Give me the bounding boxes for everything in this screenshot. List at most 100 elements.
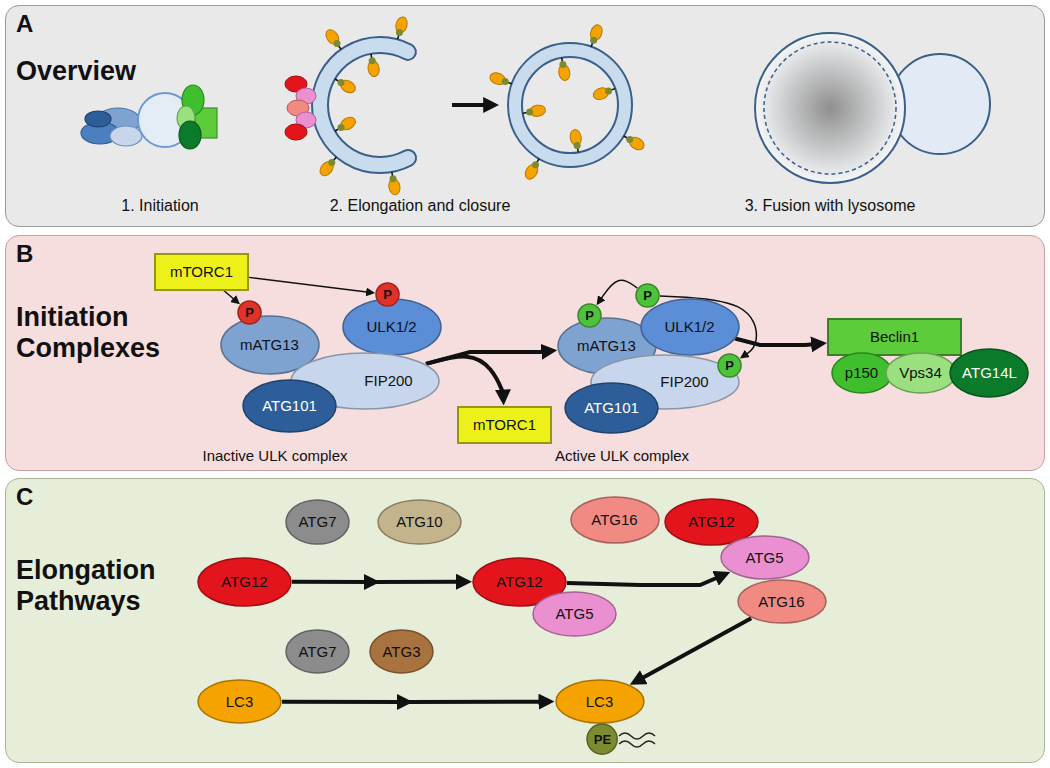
pe-dot	[396, 29, 403, 36]
node-label: P	[585, 308, 594, 324]
atg12-blob	[285, 124, 307, 140]
node-label: mTORC1	[170, 263, 233, 281]
ellipse-shape	[636, 284, 659, 307]
pe-dot	[333, 40, 340, 47]
node-label: ULK1/2	[664, 318, 714, 336]
pe-dot	[338, 79, 345, 86]
pe-dot	[574, 142, 581, 149]
pe-dot	[590, 37, 597, 44]
ellipse-shape	[641, 299, 739, 355]
pi3k-blob	[179, 121, 201, 149]
pe-dot	[559, 61, 566, 68]
node-label: P	[643, 288, 652, 304]
autolysosome	[755, 33, 905, 183]
protein-ellipse: ATG101	[242, 379, 337, 433]
pe-dot	[338, 124, 345, 131]
ellipse-shape	[370, 630, 433, 673]
reaction-arrow	[292, 580, 461, 584]
node-label: FIP200	[364, 372, 412, 390]
ellipse-shape	[198, 680, 281, 723]
ellipse-shape	[886, 353, 956, 393]
node-label: LC3	[226, 693, 254, 711]
node-label: ATG12	[688, 513, 734, 531]
protein-ellipse: LC3	[555, 679, 645, 724]
phospho-circle: PE	[586, 723, 618, 755]
complex-box: mTORC1	[457, 406, 552, 444]
node-label: ATG7	[298, 643, 336, 661]
complex-caption: Active ULK complex	[555, 447, 689, 464]
pe-dot	[328, 159, 335, 166]
node-label: mTORC1	[473, 416, 536, 434]
protein-ellipse: ATG7	[285, 499, 350, 545]
node-label: LC3	[586, 693, 614, 711]
ellipse-shape	[243, 380, 336, 432]
phospho-circle: P	[375, 282, 400, 307]
node-label: mATG13	[240, 336, 299, 354]
step-caption: 1. Initiation	[121, 197, 198, 215]
node-label: P	[725, 358, 734, 374]
node-label: ATG12	[496, 573, 542, 591]
node-label: P	[245, 305, 254, 321]
ellipse-shape	[556, 680, 644, 723]
ulk-blob	[110, 126, 142, 146]
protein-ellipse: p150	[831, 352, 893, 394]
ellipse-shape	[238, 301, 261, 324]
complex-caption: Inactive ULK complex	[202, 447, 347, 464]
node-label: ATG101	[584, 399, 639, 417]
pe-dot	[626, 136, 633, 143]
protein-ellipse: ATG5	[532, 591, 617, 637]
node-label: ATG5	[745, 549, 783, 567]
ellipse-shape	[571, 497, 659, 543]
node-label: ATG14L	[962, 364, 1017, 382]
step-caption: 2. Elongation and closure	[330, 197, 511, 215]
panel-letter: A	[16, 10, 33, 38]
ellipse-shape	[950, 349, 1028, 397]
phospho-circle: P	[237, 300, 262, 325]
ellipse-shape	[587, 724, 617, 754]
pe-dot	[605, 87, 612, 94]
node-label: p150	[845, 364, 878, 382]
reaction-arrow	[282, 700, 543, 704]
panel-letter: C	[16, 483, 33, 511]
pe-dot	[502, 78, 509, 85]
complex-box: Beclin1	[827, 318, 962, 356]
ellipse-shape	[718, 354, 741, 377]
protein-ellipse: ATG14L	[949, 348, 1029, 398]
ellipse-shape	[343, 299, 441, 355]
ellipse-shape	[832, 353, 892, 393]
step-arrow	[452, 103, 488, 107]
protein-ellipse: ULK1/2	[640, 298, 740, 356]
node-label: P	[383, 287, 392, 303]
ellipse-shape	[738, 580, 826, 623]
inner-membrane	[764, 42, 896, 174]
phospho-circle: P	[635, 283, 660, 308]
protein-ellipse: ATG16	[570, 496, 660, 544]
protein-ellipse: ATG10	[377, 499, 462, 545]
protein-ellipse: ATG101	[564, 382, 659, 434]
node-label: mATG13	[577, 337, 636, 355]
node-label: ATG12	[221, 573, 267, 591]
protein-ellipse: ATG5	[720, 535, 810, 580]
panel-title: Overview	[16, 56, 136, 87]
ellipse-shape	[665, 499, 758, 545]
node-label: FIP200	[660, 373, 708, 391]
node-label: ATG16	[591, 511, 637, 529]
protein-ellipse: ATG12	[197, 557, 292, 607]
step-caption: 3. Fusion with lysosome	[745, 197, 916, 215]
ellipse-shape	[578, 304, 601, 327]
pe-dot	[369, 57, 376, 64]
node-label: ATG16	[758, 593, 804, 611]
protein-ellipse: LC3	[197, 679, 282, 724]
node-label: Vps34	[899, 364, 942, 382]
node-label: Beclin1	[870, 328, 919, 346]
node-label: PE	[594, 732, 611, 748]
panel-title: Initiation Complexes	[16, 302, 181, 364]
node-label: ATG10	[396, 513, 442, 531]
ellipse-shape	[376, 283, 399, 306]
node-label: ATG5	[555, 605, 593, 623]
ellipse-shape	[533, 592, 616, 636]
node-label: ATG101	[262, 397, 317, 415]
ellipse-shape	[286, 500, 349, 544]
ellipse-shape	[378, 500, 461, 544]
